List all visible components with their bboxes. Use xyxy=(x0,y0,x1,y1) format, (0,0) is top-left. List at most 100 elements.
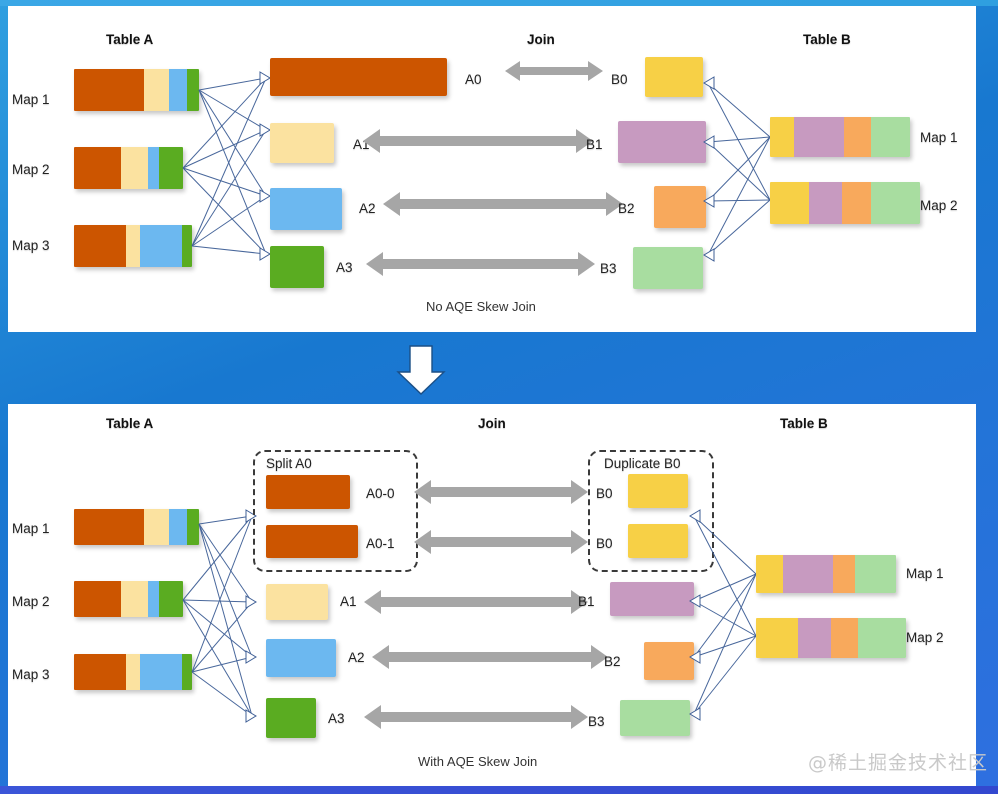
map-bar-segment xyxy=(139,654,182,690)
panel-with-aqe-skew-join: Table A Join Table B Map 1 Map 2 Map 3 S… xyxy=(8,404,987,786)
map-label-a1-bottom: Map 1 xyxy=(12,521,50,536)
split-a0-label: Split A0 xyxy=(266,456,312,471)
map-bar-segment xyxy=(186,509,199,545)
map-bar-segment xyxy=(855,555,896,593)
header-join-top: Join xyxy=(527,32,555,47)
map-bar-segment xyxy=(147,147,160,189)
map-bar-segment xyxy=(74,509,145,545)
bottom-accent-strip xyxy=(0,786,998,794)
map-label-b1-top: Map 1 xyxy=(920,130,958,145)
partition-box-b2-bottom xyxy=(644,642,694,680)
partition-label-b3-bottom: B3 xyxy=(588,714,605,729)
map-bar-segment xyxy=(74,69,145,111)
map-bar-segment xyxy=(74,225,127,267)
partition-box-b3-top xyxy=(633,247,703,289)
map-label-b2-top: Map 2 xyxy=(920,198,958,213)
down-arrow-icon xyxy=(396,345,446,395)
partition-label-a3-top: A3 xyxy=(336,260,353,275)
map-bar-segment xyxy=(798,618,831,658)
partition-label-b1-top: B1 xyxy=(586,137,603,152)
partition-box-a1-bottom xyxy=(266,584,328,620)
partition-box-b2-top xyxy=(654,186,706,228)
map-bar-segment xyxy=(181,654,192,690)
map-label-a2-bottom: Map 2 xyxy=(12,594,50,609)
partition-label-b1-bottom: B1 xyxy=(578,594,595,609)
partition-label-b3-top: B3 xyxy=(600,261,617,276)
map-bar-segment xyxy=(842,182,871,224)
map-bar-segment xyxy=(770,182,809,224)
partition-box-a0-1 xyxy=(266,525,358,558)
caption-with-aqe-skew-join: With AQE Skew Join xyxy=(418,754,538,769)
top-accent-strip xyxy=(0,0,998,6)
table-b-map-bar xyxy=(770,182,920,224)
map-bar-segment xyxy=(181,225,192,267)
table-a-map-bar xyxy=(74,509,199,545)
partition-box-a2-bottom xyxy=(266,639,336,677)
partition-box-b0-dup-1 xyxy=(628,474,688,508)
map-bar-segment xyxy=(147,581,160,617)
map-bar-segment xyxy=(186,69,199,111)
map-bar-segment xyxy=(870,182,920,224)
partition-box-a3-top xyxy=(270,246,324,288)
duplicate-b0-label: Duplicate B0 xyxy=(604,456,681,471)
map-bar-segment xyxy=(870,117,910,157)
partition-label-b2-bottom: B2 xyxy=(604,654,621,669)
map-bar-segment xyxy=(144,69,169,111)
header-table-b-top: Table B xyxy=(803,32,851,47)
header-table-a-top: Table A xyxy=(106,32,154,47)
header-table-a-bottom: Table A xyxy=(106,416,154,431)
map-label-a1-top: Map 1 xyxy=(12,92,50,107)
table-b-map-bar xyxy=(756,618,906,658)
partition-box-a0-0 xyxy=(266,475,350,509)
map-bar-segment xyxy=(770,117,794,157)
map-bar-segment xyxy=(832,555,856,593)
partition-label-b2-top: B2 xyxy=(618,201,635,216)
map-bar-segment xyxy=(168,509,187,545)
header-table-b-bottom: Table B xyxy=(780,416,828,431)
map-bar-segment xyxy=(74,147,122,189)
partition-label-a1-bottom: A1 xyxy=(340,594,357,609)
map-bar-segment xyxy=(756,618,798,658)
partition-box-a2-top xyxy=(270,188,342,230)
table-a-map-bar xyxy=(74,225,192,267)
partition-box-b3-bottom xyxy=(620,700,690,736)
map-bar-segment xyxy=(782,555,833,593)
table-b-map-bar xyxy=(770,117,910,157)
map-bar-segment xyxy=(144,509,169,545)
table-a-map-bar xyxy=(74,581,183,617)
split-a0-group xyxy=(253,450,418,572)
partition-box-b1-top xyxy=(618,121,706,163)
partition-box-a1-top xyxy=(270,123,334,163)
partition-label-a1-top: A1 xyxy=(353,137,370,152)
map-bar-segment xyxy=(74,581,122,617)
map-bar-segment xyxy=(159,147,183,189)
duplicate-b0-group xyxy=(588,450,714,572)
partition-label-a0-top: A0 xyxy=(465,72,482,87)
map-bar-segment xyxy=(121,581,148,617)
map-bar-segment xyxy=(139,225,182,267)
map-bar-segment xyxy=(809,182,842,224)
partition-label-a2-bottom: A2 xyxy=(348,650,365,665)
partition-box-b1-bottom xyxy=(610,582,694,616)
partition-label-b0-top: B0 xyxy=(611,72,628,87)
map-bar-segment xyxy=(121,147,148,189)
map-bar-segment xyxy=(159,581,183,617)
map-label-a3-top: Map 3 xyxy=(12,238,50,253)
map-bar-segment xyxy=(756,555,783,593)
map-bar-segment xyxy=(793,117,845,157)
partition-label-b0-dup-1: B0 xyxy=(596,486,613,501)
watermark: @稀土掘金技术社区 xyxy=(808,752,989,774)
header-join-bottom: Join xyxy=(478,416,506,431)
map-bar-segment xyxy=(831,618,858,658)
partition-box-a3-bottom xyxy=(266,698,316,738)
map-label-a2-top: Map 2 xyxy=(12,162,50,177)
map-bar-segment xyxy=(844,117,871,157)
map-label-b1-bottom: Map 1 xyxy=(906,566,944,581)
table-a-map-bar xyxy=(74,147,183,189)
map-label-a3-bottom: Map 3 xyxy=(12,667,50,682)
partition-box-b0-top xyxy=(645,57,703,97)
map-bar-segment xyxy=(74,654,127,690)
partition-label-b0-dup-2: B0 xyxy=(596,536,613,551)
partition-label-a3-bottom: A3 xyxy=(328,711,345,726)
